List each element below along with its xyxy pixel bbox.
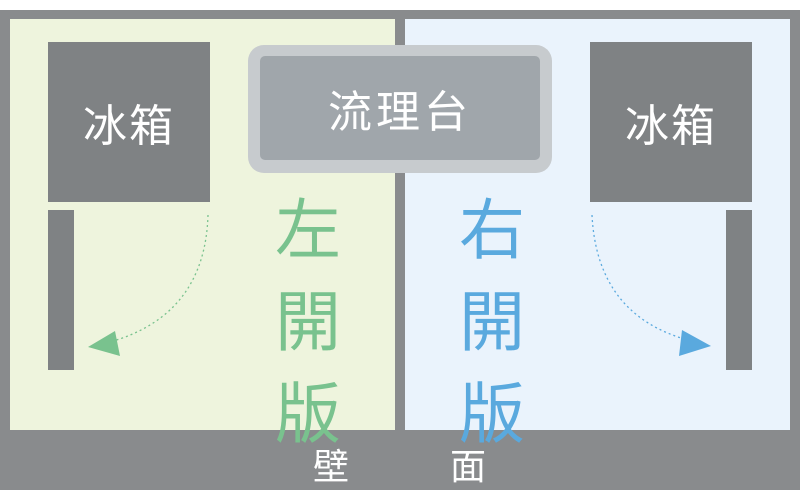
arrow-swing-right-icon — [679, 330, 711, 356]
sink-label: 流理台 — [260, 56, 540, 160]
left-fridge-door — [48, 210, 74, 370]
wall: 壁 面 — [0, 430, 800, 490]
right-open-label: 右 開 版 — [452, 185, 532, 461]
left-open-char-2: 開 — [275, 284, 341, 361]
right-open-char-2: 開 — [459, 284, 525, 361]
left-fridge: 冰箱 — [48, 42, 210, 202]
left-swing-path — [109, 214, 209, 343]
left-open-char-3: 版 — [275, 376, 341, 453]
arrow-swing-left-icon — [88, 331, 120, 356]
right-fridge: 冰箱 — [590, 42, 752, 202]
right-open-char-3: 版 — [459, 376, 525, 453]
wall-label-1: 壁 — [313, 447, 350, 488]
right-swing-path — [591, 214, 689, 341]
right-fridge-door — [726, 210, 752, 370]
right-open-char-1: 右 — [459, 192, 525, 269]
left-open-label: 左 開 版 — [268, 185, 348, 461]
left-open-char-1: 左 — [275, 192, 341, 269]
wall-label-2: 面 — [450, 447, 487, 488]
